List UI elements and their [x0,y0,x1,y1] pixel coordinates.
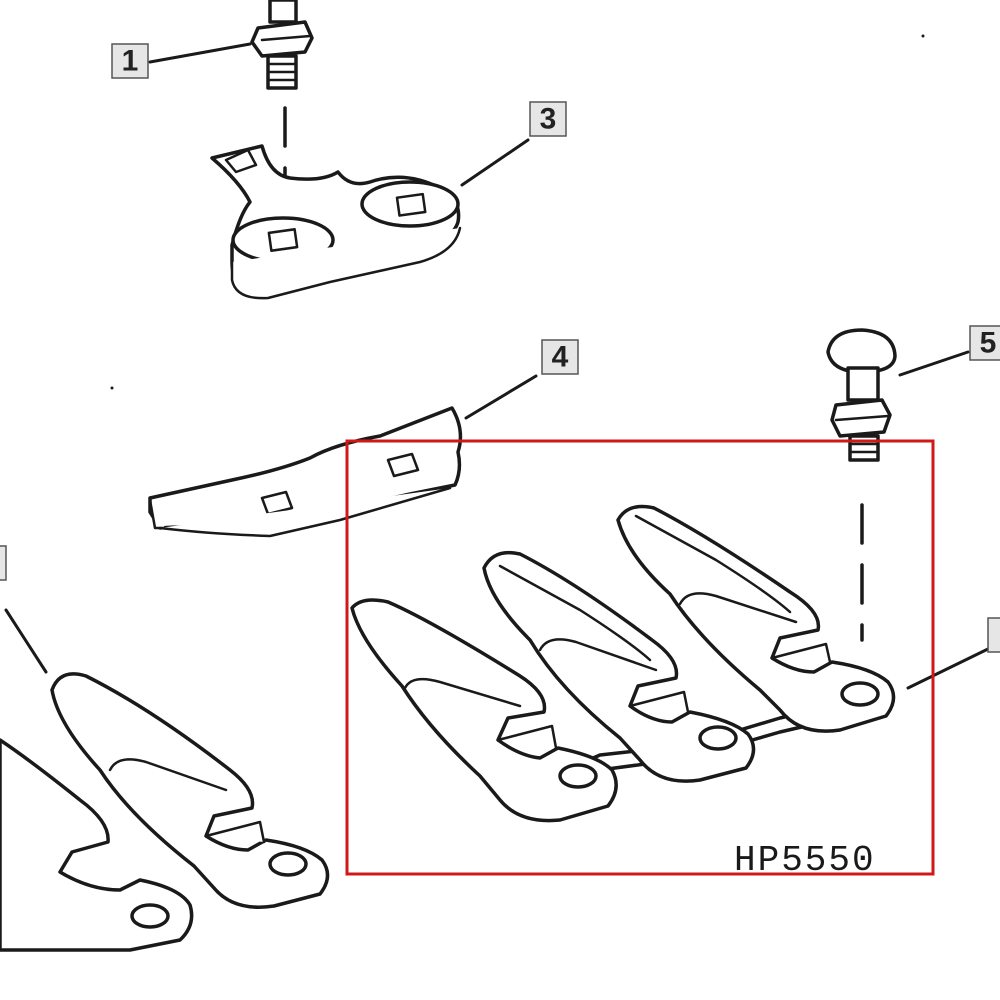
highlight-box [345,439,935,876]
carriage-bolt-part-5 [826,328,897,462]
callout-3: 3 [529,101,567,137]
callout-1: 1 [111,43,149,79]
leader-line-3 [460,138,530,187]
speck [921,34,925,38]
svg-text:3: 3 [540,103,557,136]
bolt-part-1 [250,0,314,90]
leader-line-1 [148,42,252,64]
leader-line-4 [464,374,538,420]
callout-4: 4 [541,339,579,375]
leader-line-left [4,608,48,674]
drawing-number: HP5550 [734,840,876,881]
guard-assembly-partial [0,672,330,952]
plate-part-4 [148,406,463,538]
speck [110,386,114,390]
svg-text:4: 4 [552,341,569,374]
callout-cropped-right [987,617,1000,653]
svg-text:5: 5 [980,327,997,360]
svg-text:1: 1 [122,45,139,78]
bracket-part-3 [210,144,462,300]
callout-cropped-left [0,545,7,581]
leader-line-6 [906,646,992,690]
leader-line-5 [898,350,970,377]
guard-assembly [350,504,896,823]
callout-5: 5 [969,325,1000,361]
